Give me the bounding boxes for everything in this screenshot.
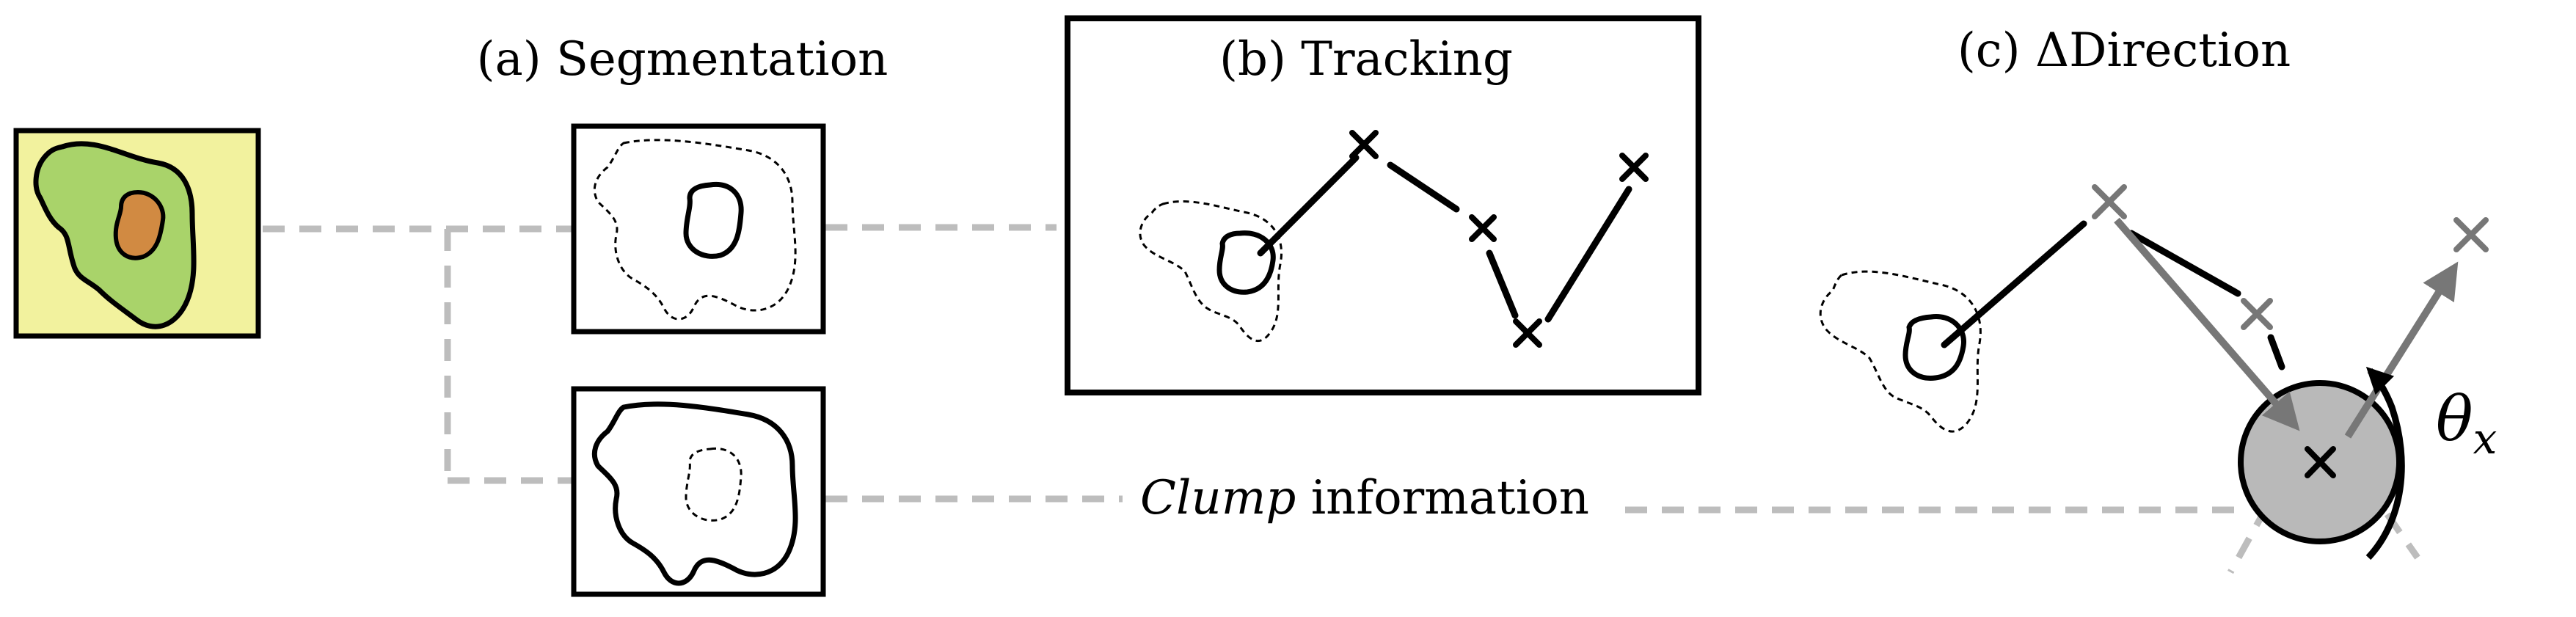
- cross-marker-icon: [1349, 130, 1649, 348]
- tracking-nucleus-solid: [1216, 230, 1276, 295]
- clump-outline-solid: [592, 401, 798, 586]
- direction-trajectory: [1941, 220, 2285, 370]
- segmentation-clump-box: [571, 386, 826, 597]
- direction-nucleus-solid: [1902, 314, 1966, 381]
- tracking-title: (b) Tracking: [1219, 32, 1513, 87]
- nucleus-outline-dashed: [685, 447, 742, 522]
- tracking-frame: [1065, 15, 1701, 395]
- direction-title: (c) ΔDirection: [1957, 23, 2291, 78]
- tracking-cell-dashed: [1139, 200, 1282, 343]
- thumbnail-nucleus: [113, 189, 166, 260]
- gray-cross-marker-icon: [2092, 184, 2489, 330]
- direction-panel: θx: [1819, 184, 2497, 561]
- cell-outline-dashed: [594, 139, 797, 321]
- trajectory-segments: [1257, 154, 1632, 323]
- clump-italic-word: Clump: [1140, 471, 1296, 525]
- theta-label: θx: [2436, 383, 2497, 464]
- theta-subscript: x: [2473, 414, 2497, 464]
- center-cross-marker-icon: [2305, 446, 2336, 478]
- clump-rest-words: information: [1296, 471, 1589, 525]
- curved-arrow-icon: [2365, 366, 2405, 561]
- direction-cell-dashed: [1819, 270, 1982, 433]
- clump-information-label: Clump information: [1140, 471, 1589, 525]
- segmentation-title: (a) Segmentation: [477, 32, 889, 87]
- segmentation-nucleus-box: [571, 123, 826, 335]
- tracking-panel: (b) Tracking: [1065, 15, 1701, 395]
- input-thumbnail: [13, 128, 261, 339]
- arrow-head-icon: [2114, 217, 2300, 431]
- direction-arrow-out: [2344, 261, 2459, 439]
- nucleus-outline-solid: [683, 181, 744, 259]
